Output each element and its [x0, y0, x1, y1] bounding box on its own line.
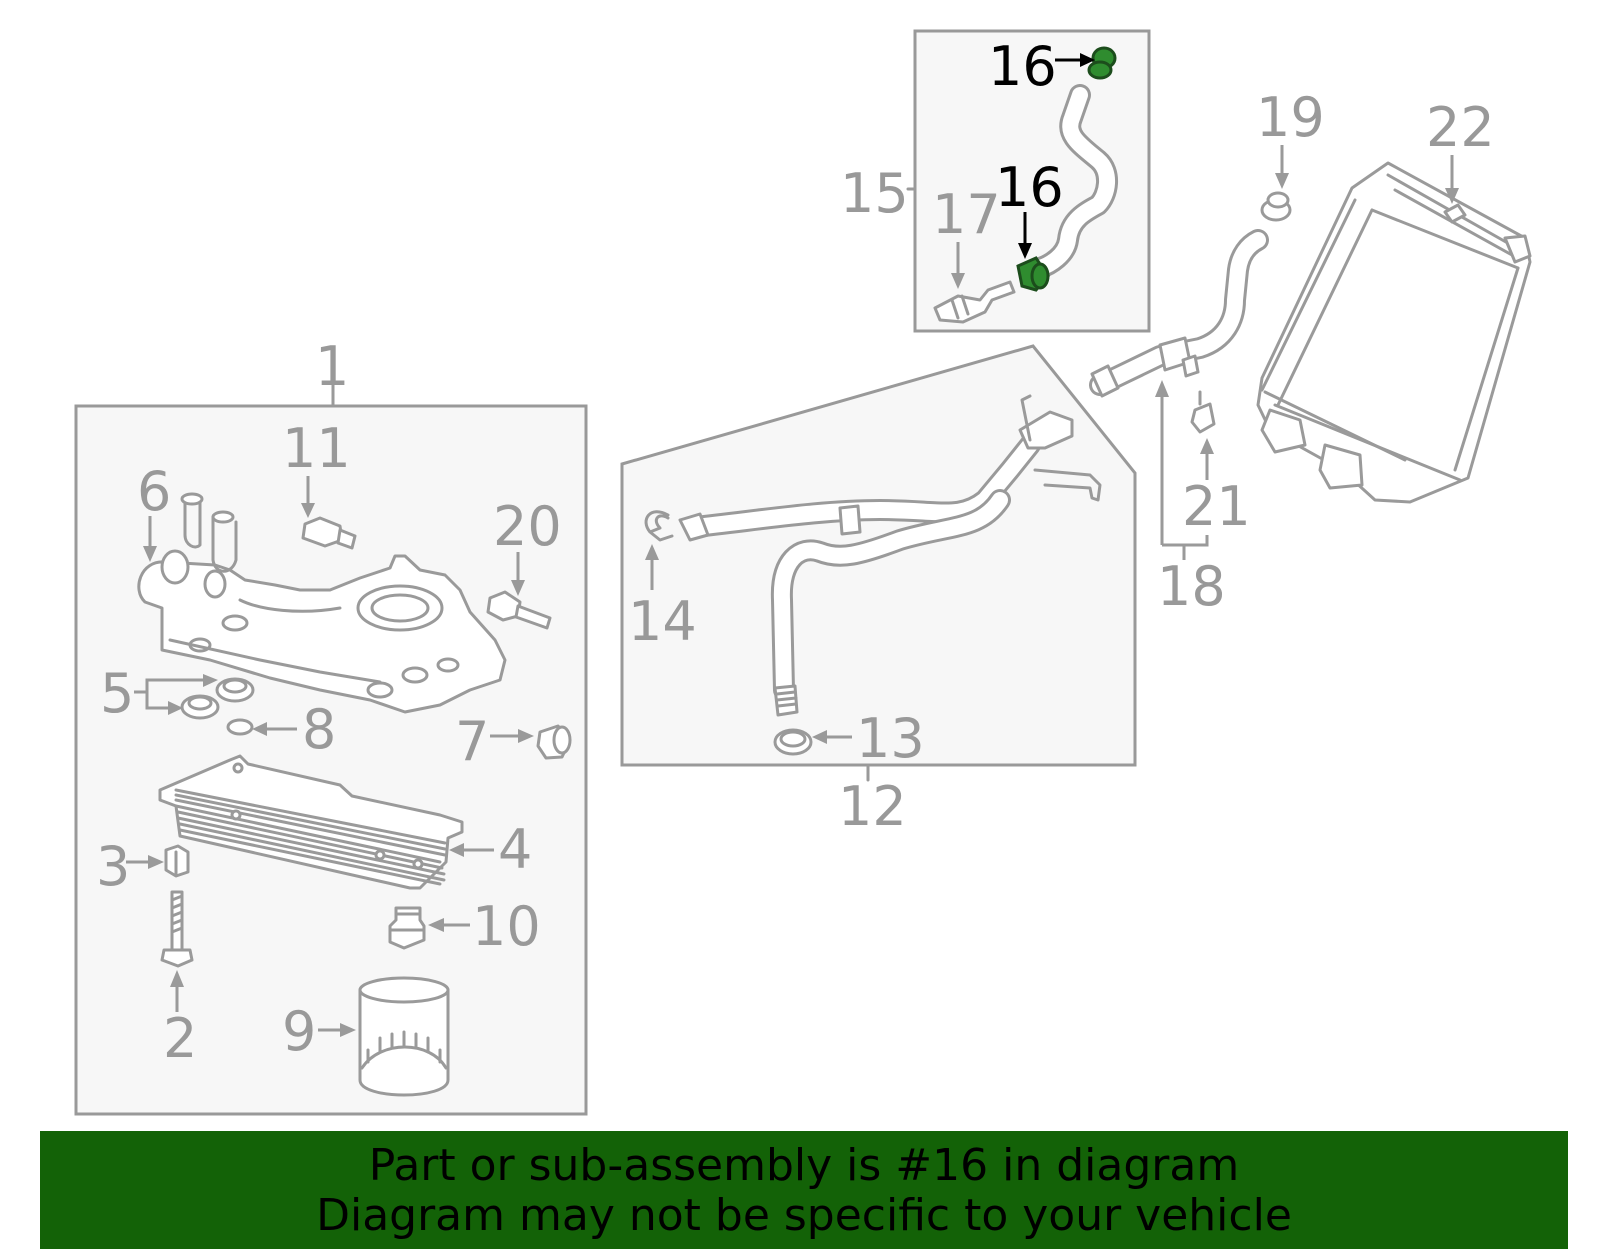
callout-12[interactable]: 12: [838, 775, 907, 838]
part-13-clamp[interactable]: [773, 728, 813, 756]
part-7-plug[interactable]: [536, 724, 572, 760]
banner-line-2: Diagram may not be specific to your vehi…: [316, 1190, 1292, 1241]
part-9-oil-filter[interactable]: [358, 976, 450, 1097]
part-2-bolt[interactable]: [160, 890, 194, 968]
callout-16-upper[interactable]: 16: [988, 35, 1057, 98]
part-14-clip[interactable]: [644, 510, 674, 542]
callout-4[interactable]: 4: [498, 818, 532, 881]
part-12-hose-assembly[interactable]: [678, 394, 1102, 717]
assembly-15-group: 15 17 16 16: [840, 29, 1151, 333]
callout-5[interactable]: 5: [100, 662, 134, 725]
banner-line-1: Part or sub-assembly is #16 in diagram: [368, 1140, 1240, 1191]
callout-20[interactable]: 20: [493, 495, 562, 558]
part-4-oil-cooler[interactable]: [158, 754, 464, 890]
callout-1[interactable]: 1: [315, 335, 349, 398]
part-10-fitting[interactable]: [388, 906, 426, 950]
part-6-housing[interactable]: [137, 492, 507, 714]
part-11-sensor[interactable]: [301, 516, 357, 550]
part-18-hose[interactable]: [1089, 229, 1269, 398]
part-16-clamp-lower[interactable]: [1016, 256, 1050, 292]
info-banner: Part or sub-assembly is #16 in diagram D…: [40, 1131, 1568, 1249]
part-5-seals[interactable]: [180, 677, 255, 720]
callout-2[interactable]: 2: [163, 1007, 197, 1070]
callout-8[interactable]: 8: [302, 698, 336, 761]
callout-7[interactable]: 7: [455, 710, 489, 773]
callout-22[interactable]: 22: [1426, 96, 1495, 159]
callout-14[interactable]: 14: [628, 590, 697, 653]
callout-11[interactable]: 11: [282, 417, 351, 480]
part-20-sensor[interactable]: [486, 590, 552, 630]
callout-13[interactable]: 13: [856, 707, 925, 770]
callout-9[interactable]: 9: [282, 1000, 316, 1063]
callout-17[interactable]: 17: [932, 183, 1001, 246]
callout-3[interactable]: 3: [96, 835, 130, 898]
callout-16-lower[interactable]: 16: [995, 156, 1064, 219]
part-8-o-ring[interactable]: [226, 718, 254, 736]
part-15-hose[interactable]: [1029, 84, 1118, 279]
callout-15[interactable]: 15: [840, 162, 909, 225]
assembly-1-group: 1 6 11: [74, 335, 588, 1116]
part-21-sensor[interactable]: [1190, 390, 1216, 434]
assembly-12-group: 12 13 14: [620, 344, 1137, 838]
part-3-nut[interactable]: [164, 844, 190, 878]
part-16-clamp-upper[interactable]: [1087, 46, 1117, 80]
part-19-clamp[interactable]: [1260, 191, 1292, 222]
callout-18[interactable]: 18: [1157, 555, 1226, 618]
part-22-radiator[interactable]: [1256, 161, 1532, 504]
callout-6[interactable]: 6: [137, 460, 171, 523]
part-17-connector[interactable]: [933, 280, 1016, 324]
callout-21[interactable]: 21: [1182, 475, 1251, 538]
callout-10[interactable]: 10: [472, 895, 541, 958]
callout-19[interactable]: 19: [1256, 86, 1325, 149]
